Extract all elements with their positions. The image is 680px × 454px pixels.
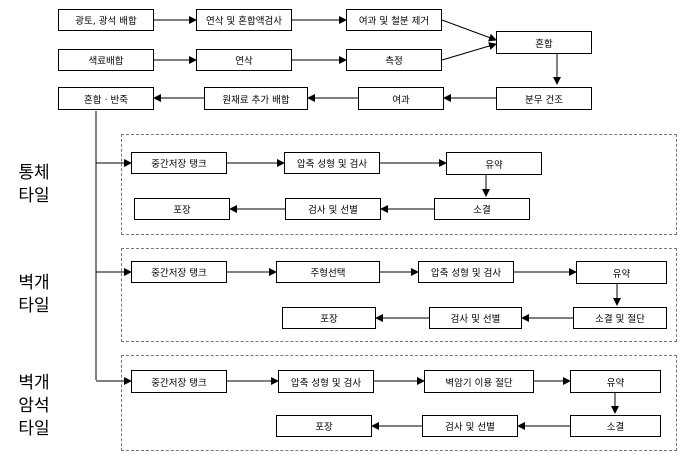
group-cleft-stone-tile [121,355,677,451]
group-solid-tile [121,134,677,235]
node-blend: 혼합 [496,31,592,54]
g2-node-inspect-sort: 검사 및 선별 [429,307,522,329]
g2-node-form-select: 주형선택 [276,261,380,283]
g3-node-cut: 벽암기 이용 절단 [424,370,534,393]
g1-node-press-check: 압축 성형 및 검사 [284,152,380,174]
arrow-filter-to-blend [441,19,497,42]
label-line: 타일 [18,186,50,206]
g1-node-fire: 소결 [434,198,530,220]
g2-node-tank: 중간저장 탱크 [131,261,227,283]
g3-node-inspect-sort: 검사 및 선별 [422,415,518,437]
node-extra-mix: 원재료 추가 배합 [204,87,308,110]
group-cleft-tile-label: 벽개 타일 [16,272,52,318]
group-solid-tile-label: 통체 타일 [16,162,52,208]
node-calc2: 연삭 [196,49,292,71]
label-line: 벽개 [18,373,50,393]
node-calc-mix-check: 연삭 및 혼합액검사 [196,9,292,31]
label-line: 통체 [18,163,50,183]
arrow-measure-to-blend [441,42,497,61]
g2-node-fire-cut: 소결 및 절단 [573,307,667,329]
label-line: 타일 [18,419,50,439]
node-filter2: 여과 [358,87,444,110]
g2-node-pack: 포장 [282,307,376,329]
group-cleft-stone-tile-label: 벽개 암석 타일 [16,372,52,441]
group-cleft-tile [121,248,677,342]
node-color-mix: 색료배합 [58,49,154,71]
g3-node-press-check: 압축 성형 및 검사 [278,370,374,393]
g3-node-fire: 소결 [570,415,661,437]
g3-node-glaze: 유약 [570,370,661,393]
node-measure: 측정 [346,49,442,71]
label-line: 암석 [18,396,50,416]
node-spray-dry: 분무 건조 [496,87,592,110]
node-ore-mix: 광토, 광석 배합 [58,9,154,31]
g3-node-pack: 포장 [276,415,372,437]
g3-node-tank: 중간저장 탱크 [131,370,227,393]
node-filter-iron: 여과 및 철분 제거 [346,9,442,31]
g1-node-glaze: 유약 [446,152,542,175]
g1-node-tank: 중간저장 탱크 [131,152,227,174]
g2-node-press-check: 압축 성형 및 검사 [418,261,514,283]
g1-node-inspect-sort: 검사 및 선별 [285,198,381,220]
g1-node-pack: 포장 [134,198,230,220]
g2-node-glaze: 유약 [576,261,667,284]
node-mix-press: 혼합 · 반죽 [58,87,154,110]
label-line: 타일 [18,296,50,316]
label-line: 벽개 [18,273,50,293]
